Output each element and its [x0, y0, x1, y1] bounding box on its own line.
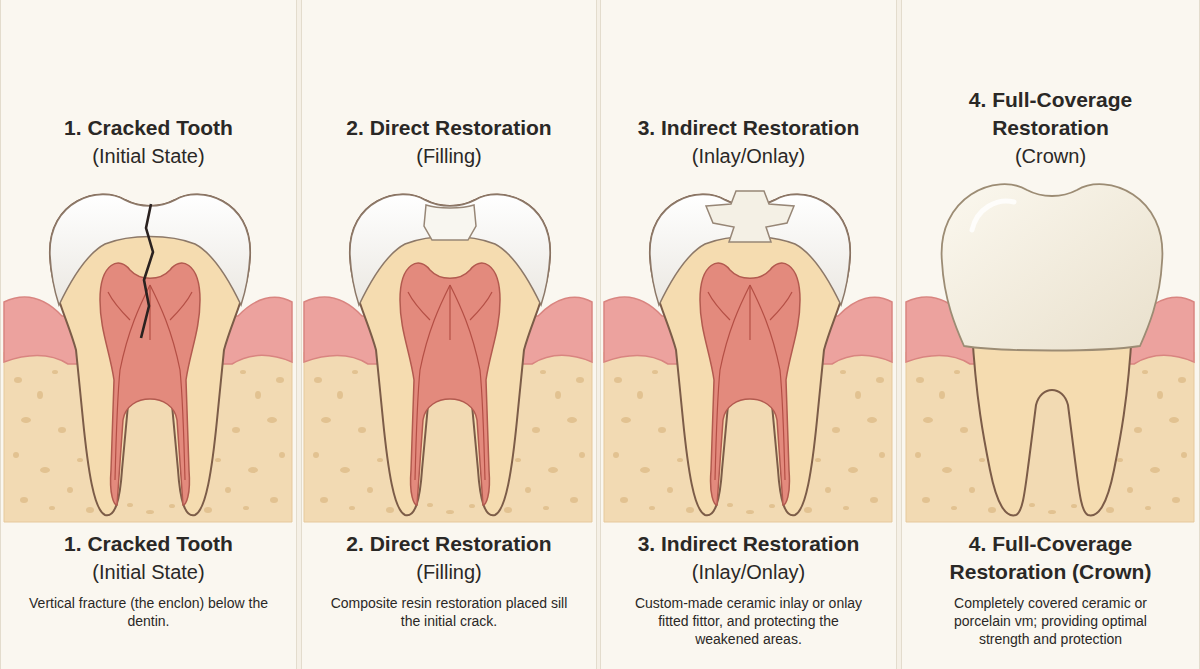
- caption-group: 1. Cracked Tooth(Initial State) Vertical …: [15, 530, 282, 630]
- panel-heading: 4. Full-Coverage Restoration: [916, 86, 1185, 142]
- caption-group: 3. Indirect Restoration(Inlay/Onlay) Cust…: [615, 530, 882, 648]
- panel: 4. Full-Coverage Restoration(Crown)4. Fu…: [901, 0, 1200, 669]
- crack: [141, 204, 153, 338]
- panel-subheading: (Crown): [916, 142, 1185, 170]
- heading-group: 4. Full-Coverage Restoration(Crown): [916, 86, 1185, 170]
- panel-3-art: [604, 191, 892, 522]
- panel-heading: 2. Direct Restoration: [316, 530, 582, 558]
- panel-heading: 1. Cracked Tooth: [15, 114, 282, 142]
- panel-subheading: (Filling): [316, 558, 582, 586]
- panel-2-art: [304, 195, 592, 522]
- caption: Completely covered ceramic or porcelain …: [928, 594, 1173, 648]
- caption: Vertical fracture (the enclon) below the…: [26, 594, 271, 630]
- panel-4-art: [906, 184, 1194, 522]
- filling: [424, 205, 476, 240]
- natural-tooth: [350, 195, 550, 516]
- panel-heading: 2. Direct Restoration: [316, 114, 582, 142]
- panel-subheading: (Initial State): [15, 142, 282, 170]
- caption: Composite resin restoration placed sill …: [327, 594, 572, 630]
- root: [972, 330, 1132, 515]
- panel: 3. Indirect Restoration(Inlay/Onlay)3. I…: [600, 0, 897, 669]
- natural-tooth: [50, 195, 250, 516]
- panel-heading: 1. Cracked Tooth: [15, 530, 282, 558]
- panel-subheading: (Filling): [316, 142, 582, 170]
- heading-group: 2. Direct Restoration(Filling): [316, 114, 582, 170]
- panel-subheading: (Initial State): [15, 558, 282, 586]
- caption: Custom-made ceramic inlay or onlay fitte…: [626, 594, 871, 648]
- crown: [942, 184, 1163, 350]
- caption-group: 4. Full-Coverage Restoration (Crown) Comp…: [916, 530, 1185, 648]
- heading-group: 1. Cracked Tooth(Initial State): [15, 114, 282, 170]
- inlay: [706, 191, 794, 242]
- caption-group: 2. Direct Restoration(Filling) Composite …: [316, 530, 582, 630]
- panel: 1. Cracked Tooth(Initial State)1. Cracke…: [0, 0, 297, 669]
- heading-group: 3. Indirect Restoration(Inlay/Onlay): [615, 114, 882, 170]
- panel-subheading: (Inlay/Onlay): [615, 142, 882, 170]
- panel-1-art: [4, 195, 292, 522]
- panel-heading: 3. Indirect Restoration: [615, 114, 882, 142]
- panel-heading: 4. Full-Coverage Restoration (Crown): [916, 530, 1185, 586]
- panel-subheading: (Inlay/Onlay): [615, 558, 882, 586]
- panel: 2. Direct Restoration(Filling)2. Direct …: [301, 0, 597, 669]
- crown-shine: [972, 201, 1014, 230]
- panel-heading: 3. Indirect Restoration: [615, 530, 882, 558]
